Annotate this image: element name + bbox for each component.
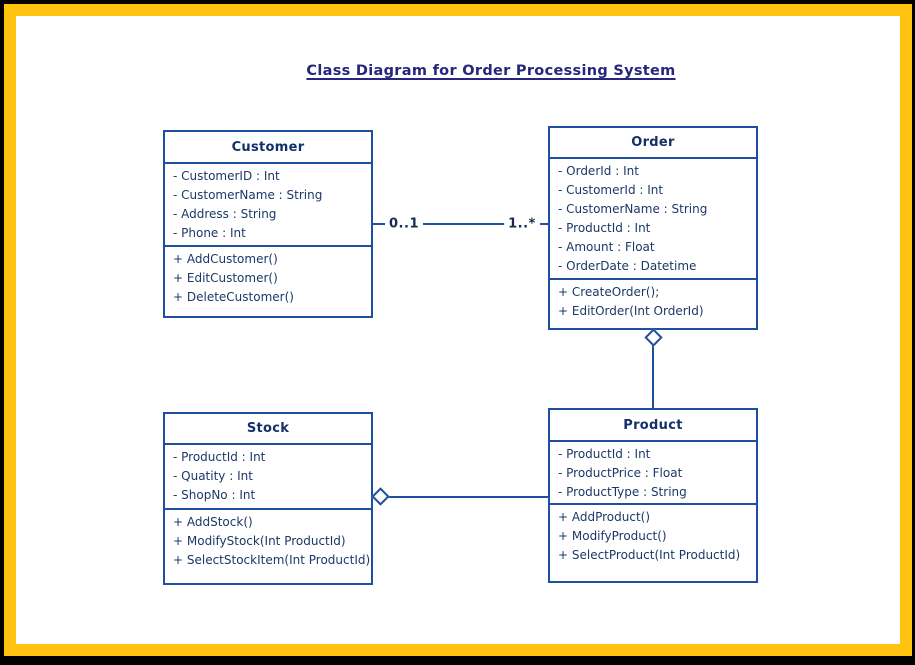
method: + DeleteCustomer() xyxy=(173,290,294,304)
attribute: - CustomerID : Int xyxy=(173,169,280,183)
class-name-order: Order xyxy=(631,135,675,150)
method: + AddCustomer() xyxy=(173,252,278,266)
class-box-stock: Stock - ProductId : Int - Quatity : Int … xyxy=(163,412,373,585)
attribute: - CustomerId : Int xyxy=(558,183,664,197)
method: + ModifyProduct() xyxy=(558,529,667,543)
attribute: - ProductPrice : Float xyxy=(558,466,683,480)
aggregation-line-stock-product xyxy=(373,496,548,498)
stock-methods-section: + AddStock() + ModifyStock(Int ProductId… xyxy=(165,508,371,570)
attribute: - CustomerName : String xyxy=(558,202,708,216)
diagram-canvas xyxy=(16,16,900,644)
method: + EditCustomer() xyxy=(173,271,278,285)
diagram-title: Class Diagram for Order Processing Syste… xyxy=(306,63,676,79)
method: + AddProduct() xyxy=(558,510,651,524)
multiplicity-label-order-end: 1..* xyxy=(504,216,540,232)
attribute: - OrderId : Int xyxy=(558,164,639,178)
method: + SelectProduct(Int ProductId) xyxy=(558,548,741,562)
class-box-customer: Customer - CustomerID : Int - CustomerNa… xyxy=(163,130,373,318)
attribute: - Quatity : Int xyxy=(173,469,253,483)
method: + CreateOrder(); xyxy=(558,285,660,299)
attribute: - Amount : Float xyxy=(558,240,655,254)
class-name-stock: Stock xyxy=(246,421,290,436)
association-line-customer-order xyxy=(373,223,548,225)
order-methods-section: + CreateOrder(); + EditOrder(Int OrderId… xyxy=(550,278,756,321)
multiplicity-label-customer-end: 0..1 xyxy=(385,216,423,232)
class-name-customer: Customer xyxy=(231,139,305,155)
product-methods-section: + AddProduct() + ModifyProduct() + Selec… xyxy=(550,503,756,565)
attribute: - OrderDate : Datetime xyxy=(558,259,697,273)
attribute: - ProductId : Int xyxy=(558,447,651,461)
method: + SelectStockItem(Int ProductId) xyxy=(173,553,371,567)
stock-attributes-section: - ProductId : Int - Quatity : Int - Shop… xyxy=(165,443,371,508)
class-box-order: Order - OrderId : Int - CustomerId : Int… xyxy=(548,126,758,330)
attribute: - CustomerName : String xyxy=(173,188,323,202)
class-box-product: Product - ProductId : Int - ProductPrice… xyxy=(548,408,758,583)
customer-methods-section: + AddCustomer() + EditCustomer() + Delet… xyxy=(165,245,371,307)
class-name-product: Product xyxy=(623,417,683,433)
order-attributes-section: - OrderId : Int - CustomerId : Int - Cus… xyxy=(550,157,756,278)
method: + ModifyStock(Int ProductId) xyxy=(173,534,346,548)
attribute: - Phone : Int xyxy=(173,226,246,240)
product-attributes-section: - ProductId : Int - ProductPrice : Float… xyxy=(550,440,756,503)
attribute: - ShopNo : Int xyxy=(173,488,256,502)
attribute: - ProductId : Int xyxy=(173,450,266,464)
method: + EditOrder(Int OrderId) xyxy=(558,304,704,318)
method: + AddStock() xyxy=(173,515,253,529)
aggregation-line-order-product xyxy=(652,330,654,408)
attribute: - ProductType : String xyxy=(558,485,687,499)
attribute: - ProductId : Int xyxy=(558,221,651,235)
attribute: - Address : String xyxy=(173,207,277,221)
customer-attributes-section: - CustomerID : Int - CustomerName : Stri… xyxy=(165,162,371,245)
